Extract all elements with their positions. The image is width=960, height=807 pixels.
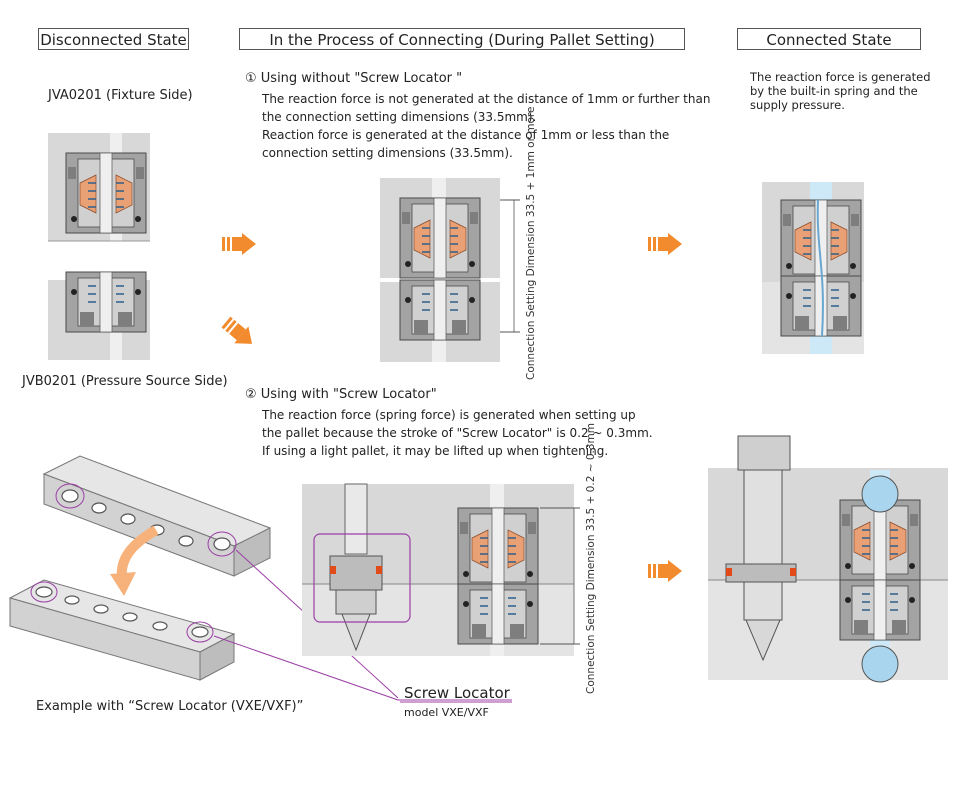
connected-note-line2: by the built-in spring and the xyxy=(750,84,918,98)
process-without-locator-drawing xyxy=(380,178,520,362)
jva0201-fixture-side-drawing xyxy=(48,133,150,242)
arrow-diagonal-down xyxy=(218,313,260,353)
connected-note-line3: supply pressure. xyxy=(750,98,845,112)
header-disconnected-state: Disconnected State xyxy=(38,28,189,50)
section1-line4: connection setting dimensions (33.5mm). xyxy=(262,146,513,160)
section1-title: ① Using without "Screw Locator " xyxy=(245,71,463,86)
header-connecting-process: In the Process of Connecting (During Pal… xyxy=(239,28,685,50)
arrow-process-to-connected-top xyxy=(648,233,682,255)
section2-line1: The reaction force (spring force) is gen… xyxy=(262,408,636,422)
section2-line2: the pallet because the stroke of "Screw … xyxy=(262,426,653,440)
section1-line3: Reaction force is generated at the dista… xyxy=(262,128,670,142)
jvb0201-pressure-source-side-drawing xyxy=(48,271,150,360)
header-connected-state: Connected State xyxy=(737,28,921,50)
section1-line2: the connection setting dimensions (33.5m… xyxy=(262,110,537,124)
connected-state-drawing xyxy=(762,182,864,354)
connected-with-locator-drawing xyxy=(708,435,948,683)
section1-line1: The reaction force is not generated at t… xyxy=(262,92,711,106)
arrow-disconnected-to-process xyxy=(222,233,256,255)
label-jvb0201: JVB0201 (Pressure Source Side) xyxy=(22,374,228,389)
label-jva0201: JVA0201 (Fixture Side) xyxy=(48,88,193,103)
connected-note-line1: The reaction force is generated xyxy=(750,70,931,84)
screw-locator-upper-rail xyxy=(42,455,272,577)
label-screw-locator: Screw Locator xyxy=(404,684,510,702)
screw-locator-lower-rail xyxy=(8,579,236,681)
label-example-screw-locator: Example with “Screw Locator (VXE/VXF)” xyxy=(36,699,304,714)
process-with-locator-drawing xyxy=(302,483,580,656)
section2-title: ② Using with "Screw Locator" xyxy=(245,387,437,402)
arrow-process-to-connected-bottom xyxy=(648,560,682,582)
label-screw-locator-model: model VXE/VXF xyxy=(404,706,489,719)
rail-transfer-arrow xyxy=(110,525,159,596)
section2-line3: If using a light pallet, it may be lifte… xyxy=(262,444,609,458)
